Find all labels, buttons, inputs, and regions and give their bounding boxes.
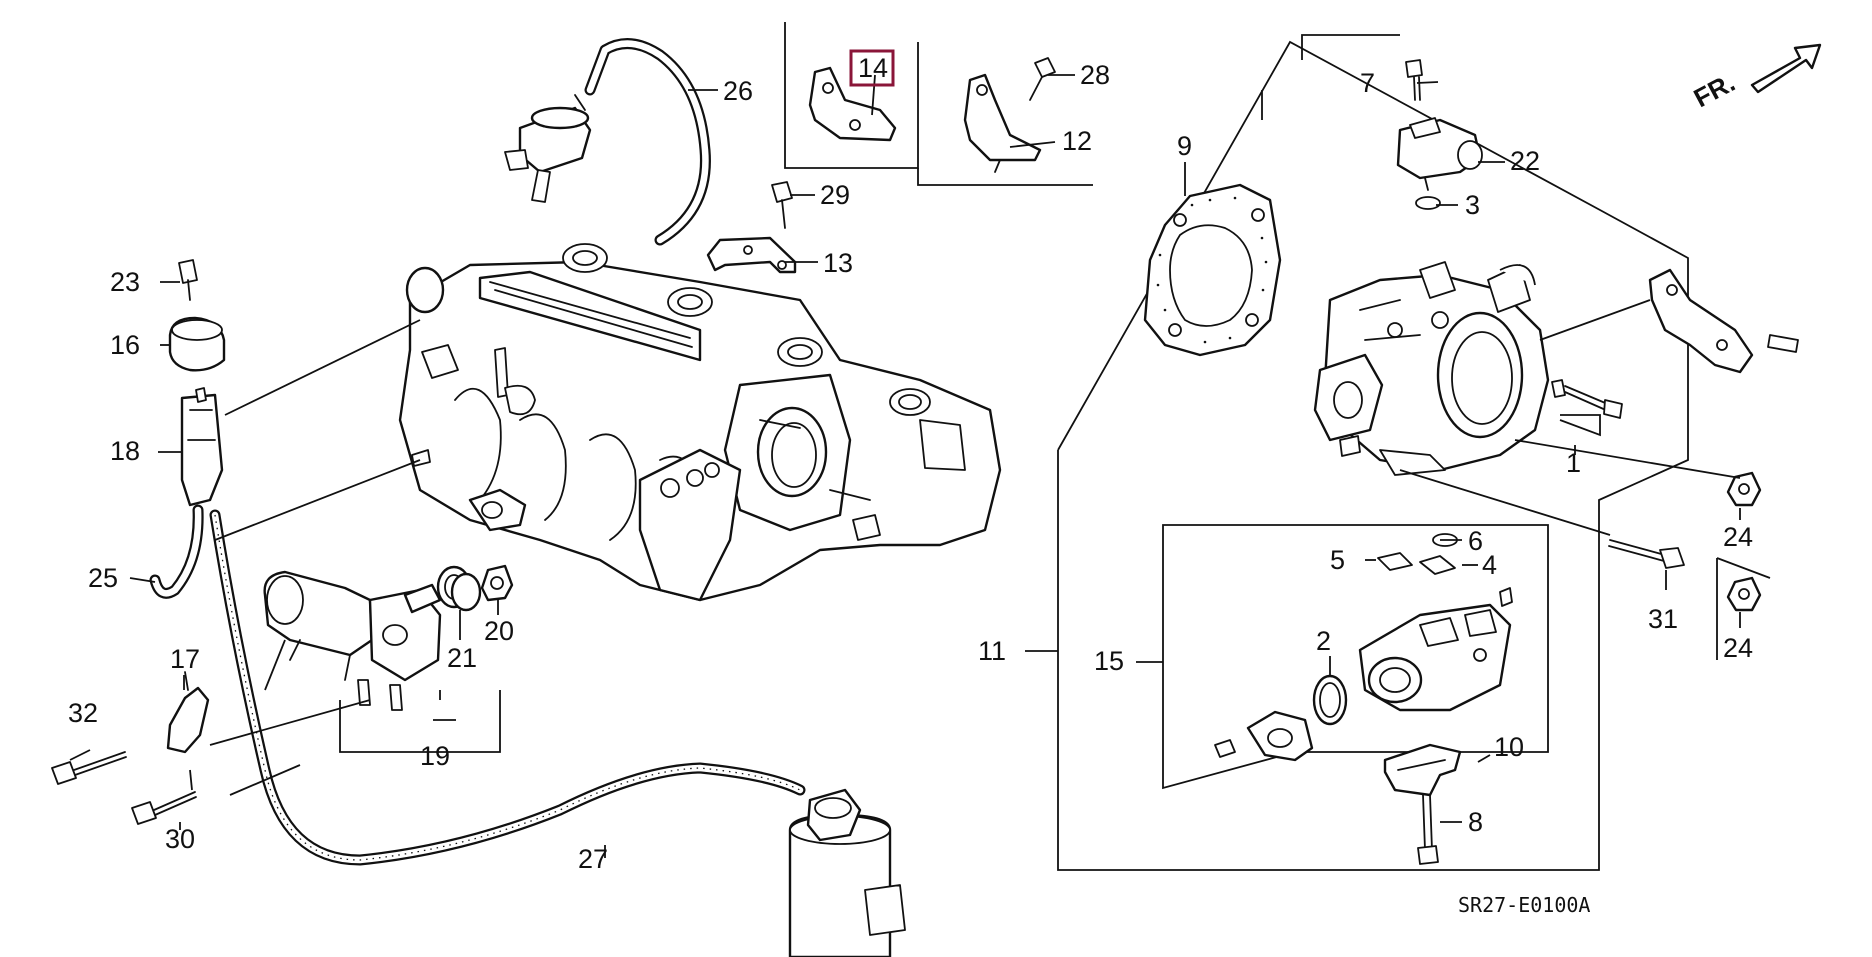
bolt-32 — [51, 751, 127, 785]
callout-labels: 26 14 28 12 29 13 23 16 18 25 17 32 30 2… — [68, 49, 1753, 917]
bracket-17 — [166, 671, 210, 754]
callout-1: 1 — [1566, 448, 1581, 478]
bracket-13 — [706, 236, 797, 274]
callout-32: 32 — [68, 698, 98, 728]
throttle-body-1 — [1313, 261, 1550, 476]
callout-2: 2 — [1316, 626, 1331, 656]
callout-24-lower: 24 — [1723, 633, 1753, 663]
nut-24-lower — [1726, 576, 1762, 612]
throttle-body-assembly-box — [1057, 40, 1689, 871]
callout-26: 26 — [723, 76, 753, 106]
fast-idle-valve-15 — [1358, 587, 1513, 712]
callout-4: 4 — [1482, 550, 1497, 580]
part-24-detail-box — [1716, 557, 1771, 660]
nut-20 — [480, 564, 514, 602]
gasket-15-plate — [1214, 710, 1314, 762]
callout-21: 21 — [447, 643, 477, 673]
callout-6: 6 — [1468, 526, 1483, 556]
callout-31: 31 — [1648, 604, 1678, 634]
cap-16 — [168, 316, 226, 372]
bolt-8 — [1417, 794, 1439, 865]
bolt-28 — [1029, 57, 1056, 101]
bolt-7 — [1405, 59, 1423, 101]
o-ring-3 — [1415, 196, 1441, 210]
idle-air-control-valve-19 — [263, 570, 442, 711]
solenoid-valve-18 — [180, 387, 224, 507]
intake-manifold — [398, 243, 1002, 602]
vacuum-hose-26 — [584, 38, 711, 246]
gasket-21 — [436, 565, 482, 612]
front-direction-label: FR. — [1689, 67, 1740, 113]
front-direction-arrow: FR. — [1689, 43, 1822, 113]
bracket-10 — [1383, 743, 1462, 797]
callout-27: 27 — [578, 844, 608, 874]
callout-12: 12 — [1062, 126, 1092, 156]
hose-25 — [149, 504, 204, 599]
leader-lines — [69, 34, 1741, 858]
gasket-9 — [1143, 183, 1282, 357]
callout-14: 14 — [858, 53, 888, 83]
bolt-29 — [771, 181, 793, 229]
highlight-box-14 — [849, 49, 895, 87]
callout-10: 10 — [1494, 732, 1524, 762]
callout-19: 19 — [420, 741, 450, 771]
callout-17: 17 — [170, 644, 200, 674]
callout-30: 30 — [165, 824, 195, 854]
bracket-throttle-cable — [1648, 268, 1799, 374]
callout-23: 23 — [110, 267, 140, 297]
callout-3: 3 — [1465, 190, 1480, 220]
bolt-23 — [178, 259, 198, 301]
gasket-5 — [1377, 552, 1413, 571]
charcoal-canister — [788, 788, 906, 957]
gasket-4 — [1419, 555, 1456, 575]
part-14-detail-box — [784, 22, 1093, 186]
callout-29: 29 — [820, 180, 850, 210]
drawing-code: SR27-E0100A — [1458, 893, 1590, 917]
fuel-pressure-regulator — [504, 94, 592, 203]
callout-20: 20 — [484, 616, 514, 646]
callout-24-upper: 24 — [1723, 522, 1753, 552]
hose-27 — [209, 509, 806, 866]
callout-22: 22 — [1510, 146, 1540, 176]
callout-7: 7 — [1360, 68, 1375, 98]
callout-16: 16 — [110, 330, 140, 360]
callout-11: 11 — [978, 636, 1006, 666]
callout-25: 25 — [88, 563, 118, 593]
nut-24-upper — [1726, 471, 1762, 507]
map-sensor-22 — [1396, 117, 1483, 191]
bolt-30 — [131, 791, 197, 825]
bolt-1-stud — [1551, 379, 1623, 419]
callout-8: 8 — [1468, 807, 1483, 837]
bracket-14 — [808, 66, 897, 142]
callout-18: 18 — [110, 436, 140, 466]
o-ring-2 — [1312, 674, 1348, 726]
callout-5: 5 — [1330, 545, 1345, 575]
callout-28: 28 — [1080, 60, 1110, 90]
callout-13: 13 — [823, 248, 853, 278]
bolt-31 — [1608, 539, 1685, 569]
callout-15: 15 — [1094, 646, 1124, 676]
bracket-12 — [963, 73, 1042, 173]
callout-9: 9 — [1177, 131, 1192, 161]
